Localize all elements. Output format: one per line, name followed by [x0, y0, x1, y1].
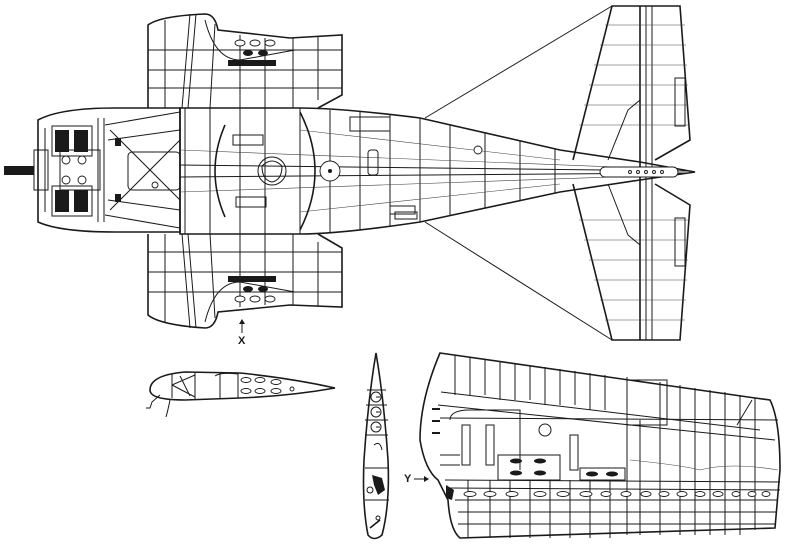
folded-wing-upper: [147, 13, 343, 109]
y-marker-arrow: [414, 476, 429, 482]
engine-cylinders: [51, 118, 105, 222]
engine-cowling: [37, 107, 181, 233]
horizontal-stabilizer: [572, 5, 691, 341]
spar-lightening-holes: [463, 491, 771, 497]
x-marker-label: X: [238, 335, 246, 347]
wing-section: [146, 371, 336, 418]
fuselage-section: [362, 352, 390, 540]
plan-view: [4, 5, 696, 341]
projection-line-lower: [424, 221, 613, 341]
folded-wing-lower: [147, 233, 343, 329]
engine-mount: [104, 111, 181, 229]
x-marker-arrow: [239, 319, 245, 333]
projection-line-upper: [424, 5, 613, 119]
wing-internals: [432, 408, 626, 500]
propeller-shaft: [4, 166, 34, 175]
fuselage-frames: [179, 108, 691, 234]
cockpit: [214, 111, 483, 231]
y-marker-label: Y: [404, 473, 412, 485]
wing-panel: [419, 352, 781, 539]
